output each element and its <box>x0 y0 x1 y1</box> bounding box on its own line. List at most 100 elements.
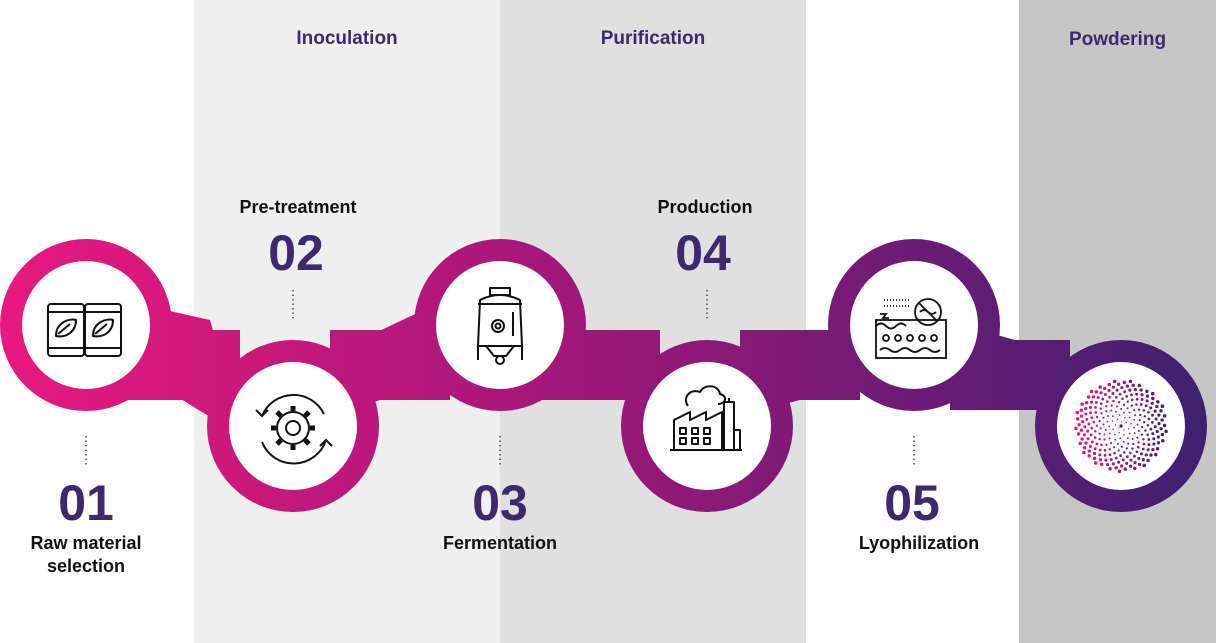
powder-dot <box>1087 454 1091 458</box>
powder-dot <box>1133 409 1136 412</box>
powder-dot <box>1094 411 1098 414</box>
powder-dot <box>1086 395 1091 399</box>
powder-dot <box>1093 436 1097 439</box>
powder-dot <box>1122 403 1126 406</box>
powder-dot <box>1106 400 1109 403</box>
fermenter-tank-icon <box>477 287 523 365</box>
powder-dot <box>1087 422 1091 426</box>
step-number-03: 03 <box>472 475 528 531</box>
phase-title-inoculation: Inoculation <box>296 28 398 49</box>
step-number-05: 05 <box>884 475 940 531</box>
powder-dot <box>1105 405 1108 408</box>
powder-dot <box>1082 450 1086 455</box>
powder-dot <box>1131 383 1135 387</box>
powder-dot <box>1155 404 1159 409</box>
powder-dot <box>1112 399 1115 403</box>
powder-dot <box>1123 434 1125 436</box>
powder-dot <box>1139 388 1143 392</box>
powder-dot <box>1128 388 1132 392</box>
powder-dot <box>1088 444 1092 448</box>
powder-dot <box>1103 433 1106 436</box>
powder-dot <box>1157 422 1161 426</box>
powder-dot <box>1084 441 1088 445</box>
powder-dot <box>1128 411 1131 414</box>
powder-dot <box>1079 408 1084 412</box>
powder-dot <box>1117 401 1121 404</box>
powder-dot <box>1117 469 1122 474</box>
powder-dot <box>1108 448 1112 451</box>
powder-dot <box>1101 397 1105 401</box>
powder-dot <box>1090 416 1094 420</box>
powder-dot <box>1090 440 1094 444</box>
powder-dot <box>1146 458 1150 463</box>
powder-dot <box>1095 424 1098 427</box>
powder-dot <box>1149 427 1153 431</box>
powder-dot <box>1082 446 1087 450</box>
powder-dot <box>1084 406 1088 411</box>
powder-dot <box>1160 418 1164 422</box>
powder-dot <box>1098 385 1102 389</box>
powder-dot <box>1108 395 1111 399</box>
powder-dot <box>1115 388 1119 392</box>
powder-dot <box>1079 414 1084 418</box>
powder-dot <box>1086 437 1090 441</box>
powder-dot <box>1128 416 1131 419</box>
powder-dot <box>1130 404 1133 407</box>
powder-dot <box>1107 389 1111 393</box>
powder-dot <box>1136 423 1139 426</box>
powder-dot <box>1151 396 1155 401</box>
powder-dot <box>1126 400 1130 403</box>
powder-dot <box>1143 415 1147 418</box>
powder-dot <box>1146 433 1149 437</box>
dotted-leaders <box>85 290 915 466</box>
step-label-04: Production <box>657 197 753 217</box>
powder-dot <box>1131 437 1134 440</box>
powder-dot <box>1144 429 1147 432</box>
powder-dot <box>1120 421 1123 423</box>
powder-dot <box>1137 462 1142 467</box>
factory-icon <box>670 385 742 451</box>
powder-dot <box>1152 437 1156 441</box>
powder-dot <box>1109 432 1111 435</box>
powder-dot <box>1134 414 1137 417</box>
powder-dot <box>1151 421 1154 424</box>
powder-dot <box>1095 415 1099 419</box>
powder-dot <box>1112 446 1116 449</box>
powder-dot <box>1130 393 1133 397</box>
powder-dot <box>1107 382 1112 387</box>
powder-dot <box>1098 437 1101 441</box>
powder-dot <box>1118 427 1120 429</box>
powder-dot <box>1146 448 1150 452</box>
freeze-dryer-icon <box>875 298 947 359</box>
powder-dot <box>1089 400 1094 404</box>
powder-dot <box>1100 412 1103 415</box>
powder-dot <box>1128 432 1131 435</box>
powder-dot <box>1155 446 1160 451</box>
powder-dot <box>1137 456 1141 460</box>
powder-dot <box>1085 417 1089 421</box>
powder-dot <box>1140 393 1144 397</box>
phase-band-powdering: Powdering <box>1019 0 1216 643</box>
powder-dot <box>1162 414 1167 418</box>
powder-dot <box>1133 418 1136 421</box>
powder-dot <box>1115 405 1118 408</box>
powder-dot <box>1141 447 1145 451</box>
powder-dot <box>1160 404 1165 409</box>
powder-dot <box>1099 402 1103 406</box>
powder-dot <box>1128 379 1133 384</box>
powder-dot <box>1129 451 1132 455</box>
powder-dot <box>1152 442 1156 446</box>
powder-dot <box>1111 392 1115 395</box>
step-label-03: Fermentation <box>442 533 557 553</box>
powder-dot <box>1122 380 1127 385</box>
step-label-05: Lyophilization <box>858 533 980 553</box>
powder-dot <box>1125 384 1130 388</box>
powder-dot <box>1123 429 1125 431</box>
powder-dot <box>1135 450 1139 454</box>
powder-dot <box>1154 417 1158 421</box>
powder-dot <box>1120 464 1124 468</box>
powder-dot <box>1113 451 1116 455</box>
phase-title-powdering: Powdering <box>1068 29 1167 50</box>
powder-dot <box>1125 461 1129 465</box>
powder-dot <box>1114 424 1117 426</box>
